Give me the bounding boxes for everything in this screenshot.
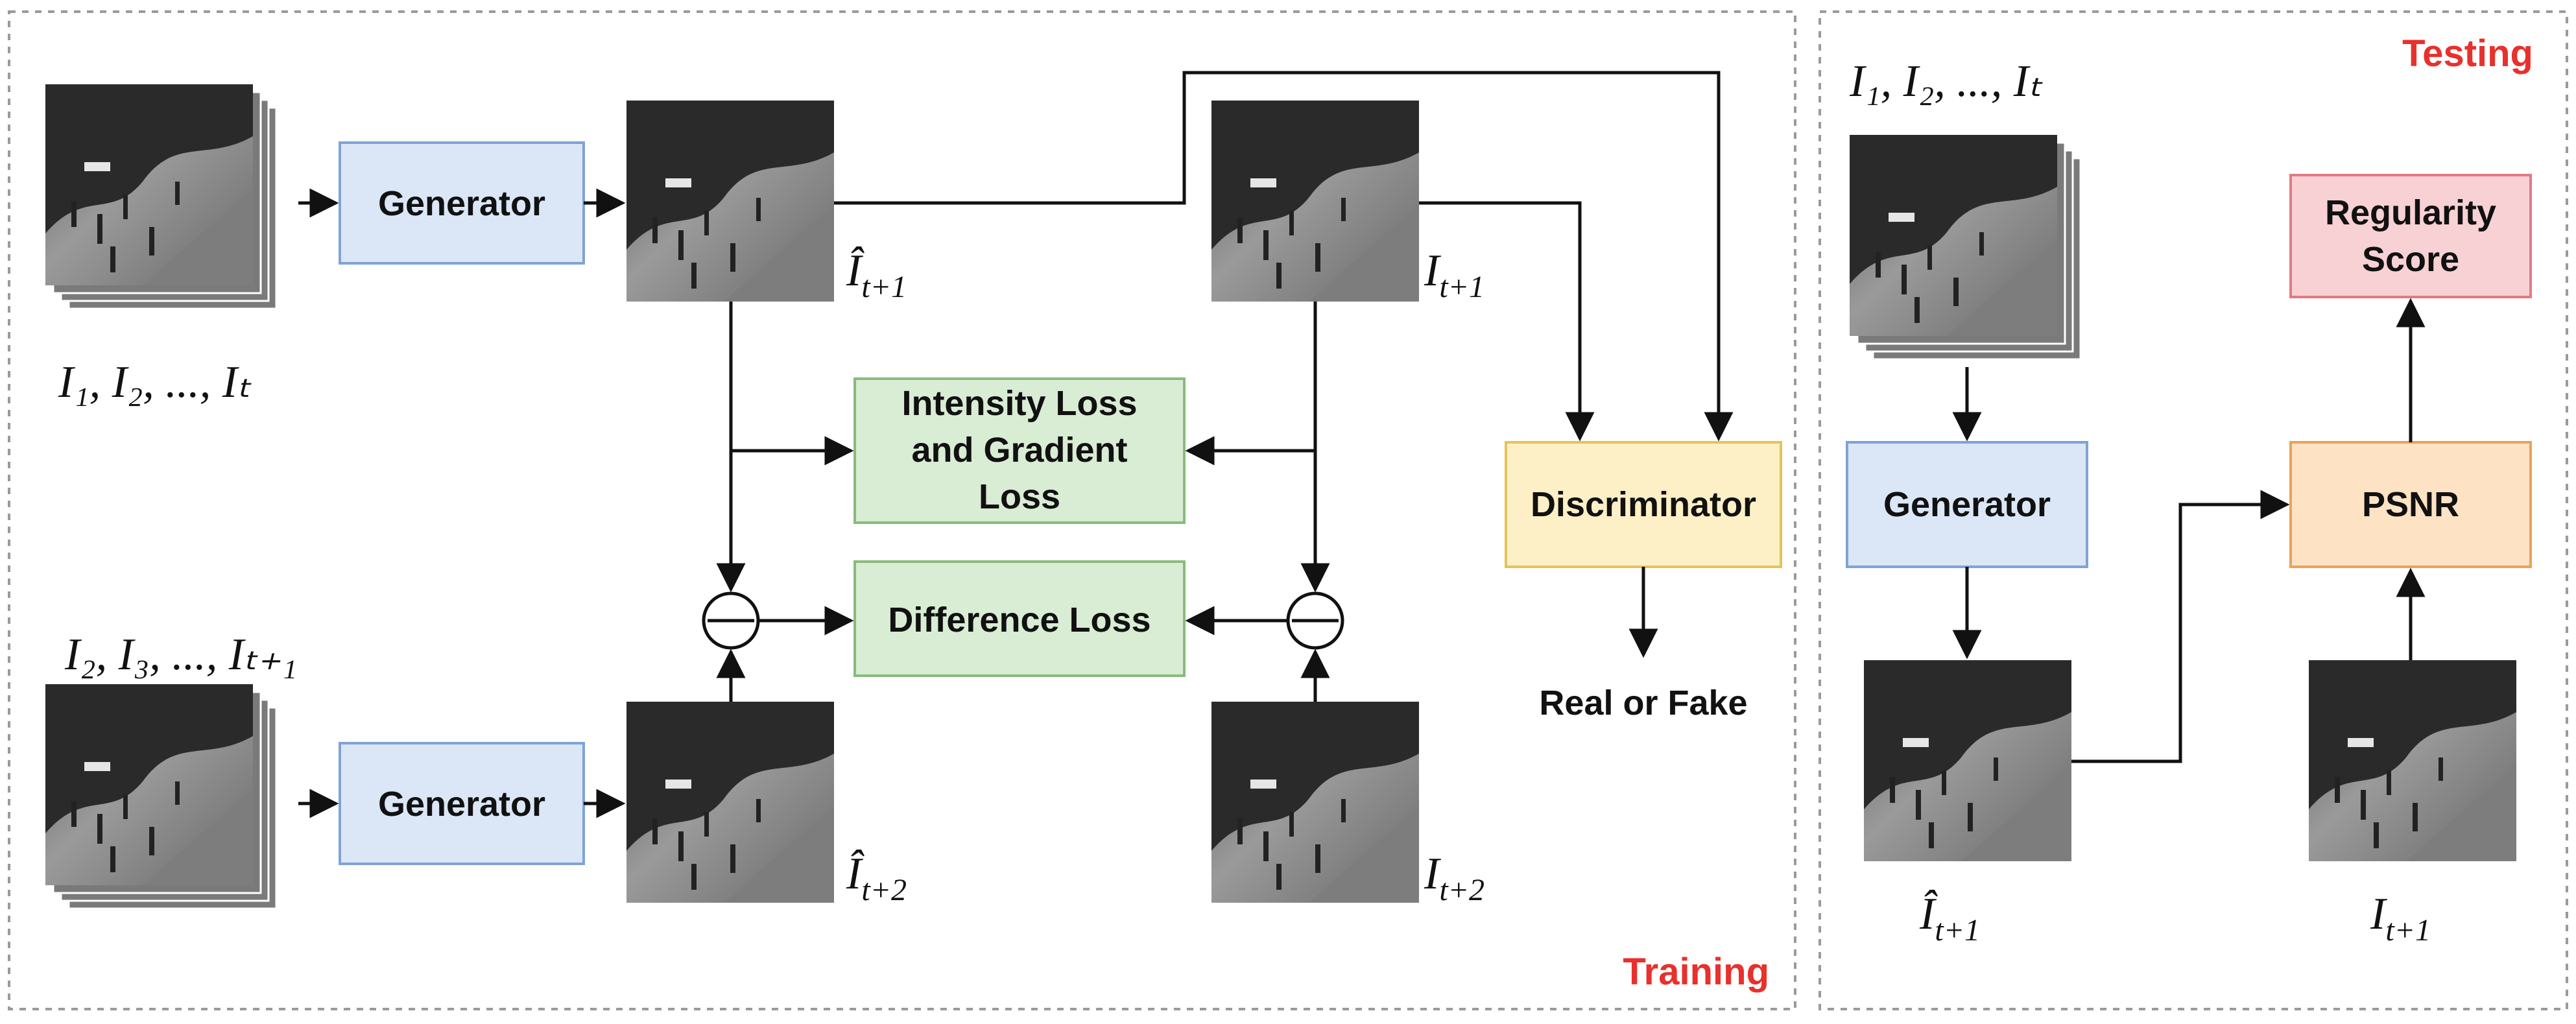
regularity-line2: Score bbox=[2362, 240, 2459, 279]
training-connectors bbox=[298, 71, 1734, 818]
regularity-score-box bbox=[2289, 174, 2532, 298]
difference-loss-box bbox=[853, 560, 1186, 677]
intensity-loss-line1: Intensity Loss bbox=[901, 384, 1137, 423]
input-frames-stack-bottom bbox=[45, 684, 276, 909]
gt-frame-t2 bbox=[1211, 702, 1419, 903]
generator-top-box bbox=[339, 141, 585, 265]
pred-t2-label: Ît+2 bbox=[846, 849, 907, 907]
real-or-fake-label: Real or Fake bbox=[1539, 684, 1747, 722]
generator-bottom-box bbox=[339, 742, 585, 865]
difference-loss-label: Difference Loss bbox=[888, 601, 1151, 639]
test-input-seq-label: I₁, I₂, ..., Iₜ bbox=[1849, 56, 2043, 106]
testing-panel bbox=[1819, 10, 2568, 1010]
test-generator-label: Generator bbox=[1883, 485, 2051, 524]
training-panel bbox=[8, 10, 1796, 1010]
subtract-left-icon bbox=[702, 591, 760, 650]
discriminator-box bbox=[1505, 441, 1782, 568]
regularity-line1: Regularity bbox=[2325, 193, 2496, 232]
discriminator-label: Discriminator bbox=[1531, 485, 1756, 524]
training-label: Training bbox=[1623, 951, 1769, 993]
subtract-right-icon bbox=[1286, 591, 1344, 650]
intensity-gradient-loss-box bbox=[853, 377, 1186, 524]
test-pred-label: Ît+1 bbox=[1919, 889, 1980, 947]
input-seq-bottom-label: I₂, I₃, ..., Iₜ₊₁ bbox=[64, 630, 297, 680]
test-generator-box bbox=[1846, 441, 2088, 568]
intensity-loss-line3: Loss bbox=[979, 477, 1060, 516]
psnr-label: PSNR bbox=[2362, 485, 2459, 524]
gt-t1-label: It+1 bbox=[1424, 246, 1485, 304]
testing-label: Testing bbox=[2402, 32, 2533, 75]
pred-t1-label: Ît+1 bbox=[846, 246, 907, 304]
test-input-frames-stack bbox=[1850, 135, 2081, 359]
gt-frame-t1 bbox=[1211, 101, 1419, 302]
test-pred-frame bbox=[1864, 660, 2071, 861]
testing-connectors bbox=[1952, 298, 2426, 763]
gt-t2-label: It+2 bbox=[1424, 849, 1485, 907]
intensity-loss-line2: and Gradient bbox=[911, 431, 1127, 470]
test-gt-label: It+1 bbox=[2370, 889, 2431, 947]
generator-top-label: Generator bbox=[378, 184, 545, 223]
generator-bottom-label: Generator bbox=[378, 785, 545, 824]
pred-frame-t2 bbox=[626, 702, 834, 903]
pred-frame-t1 bbox=[626, 101, 834, 302]
psnr-box bbox=[2289, 441, 2532, 568]
test-gt-frame bbox=[2309, 660, 2516, 861]
input-frames-stack-top bbox=[45, 84, 276, 309]
input-seq-top-label: I₁, I₂, ..., Iₜ bbox=[58, 357, 252, 407]
